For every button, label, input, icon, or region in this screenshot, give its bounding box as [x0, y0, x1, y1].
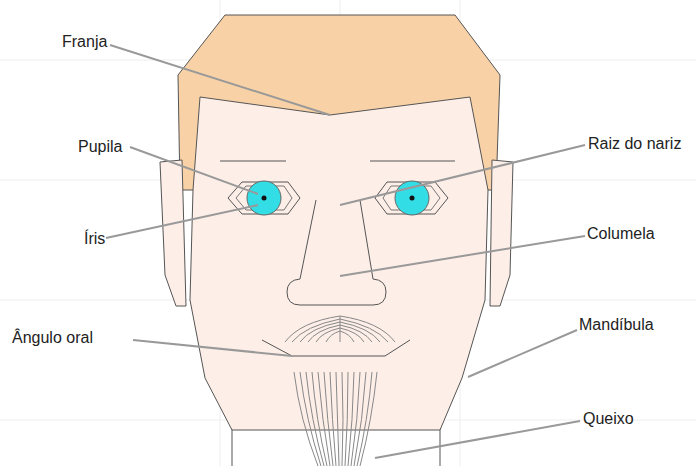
leader-line: [110, 45, 330, 115]
hair-stroke: [360, 372, 377, 466]
hair-stroke: [340, 316, 341, 342]
hair-stroke: [336, 372, 339, 466]
hair-stroke: [292, 319, 340, 342]
mouth: [262, 340, 410, 356]
hair-stroke: [326, 331, 340, 342]
eyebrow: [220, 161, 286, 162]
part-label: Ângulo oral: [12, 329, 93, 347]
hair-stroke: [340, 331, 354, 342]
eyebrow: [370, 161, 455, 162]
part-label: Pupila: [78, 138, 122, 156]
part-label: Queixo: [583, 410, 634, 428]
hair-stroke: [340, 322, 380, 342]
hair-stroke: [351, 372, 360, 466]
hair-stroke: [308, 325, 340, 342]
neck-line: [232, 425, 233, 466]
leader-line: [340, 145, 585, 205]
part-label: Raiz do nariz: [588, 135, 681, 153]
hair-stroke: [294, 372, 318, 466]
hair-stroke: [340, 328, 364, 342]
iris: [395, 181, 429, 215]
iris: [247, 181, 281, 215]
right-ear: [490, 160, 513, 306]
goatee: [294, 372, 377, 466]
nose-line: [360, 200, 373, 279]
hair-stroke: [300, 322, 340, 342]
leader-line: [468, 330, 577, 377]
part-label: Mandíbula: [579, 316, 654, 334]
leader-line: [133, 340, 292, 356]
hair-stroke: [324, 372, 333, 466]
leader-line: [106, 205, 258, 238]
face: [190, 97, 488, 430]
left-ear: [160, 160, 186, 306]
hair-stroke: [306, 372, 324, 466]
nose-tip: [287, 279, 386, 305]
leader-lines: [106, 45, 585, 458]
hair-stroke: [340, 319, 388, 342]
hair-stroke: [316, 328, 340, 342]
hair-stroke: [342, 372, 343, 466]
leader-line: [340, 236, 585, 276]
part-label: Íris: [84, 230, 105, 248]
nose-line: [300, 200, 316, 279]
hair-stroke: [340, 316, 395, 342]
part-label: Columela: [587, 225, 655, 243]
pupil: [410, 196, 415, 201]
hair-stroke: [285, 316, 340, 342]
hair-stroke: [330, 372, 336, 466]
leader-line: [130, 147, 258, 194]
hair-stroke: [357, 372, 372, 466]
part-label: Franja: [62, 33, 107, 51]
leader-line: [375, 421, 580, 458]
mustache: [285, 316, 395, 342]
hair-stroke: [345, 372, 348, 466]
pupil: [262, 196, 267, 201]
